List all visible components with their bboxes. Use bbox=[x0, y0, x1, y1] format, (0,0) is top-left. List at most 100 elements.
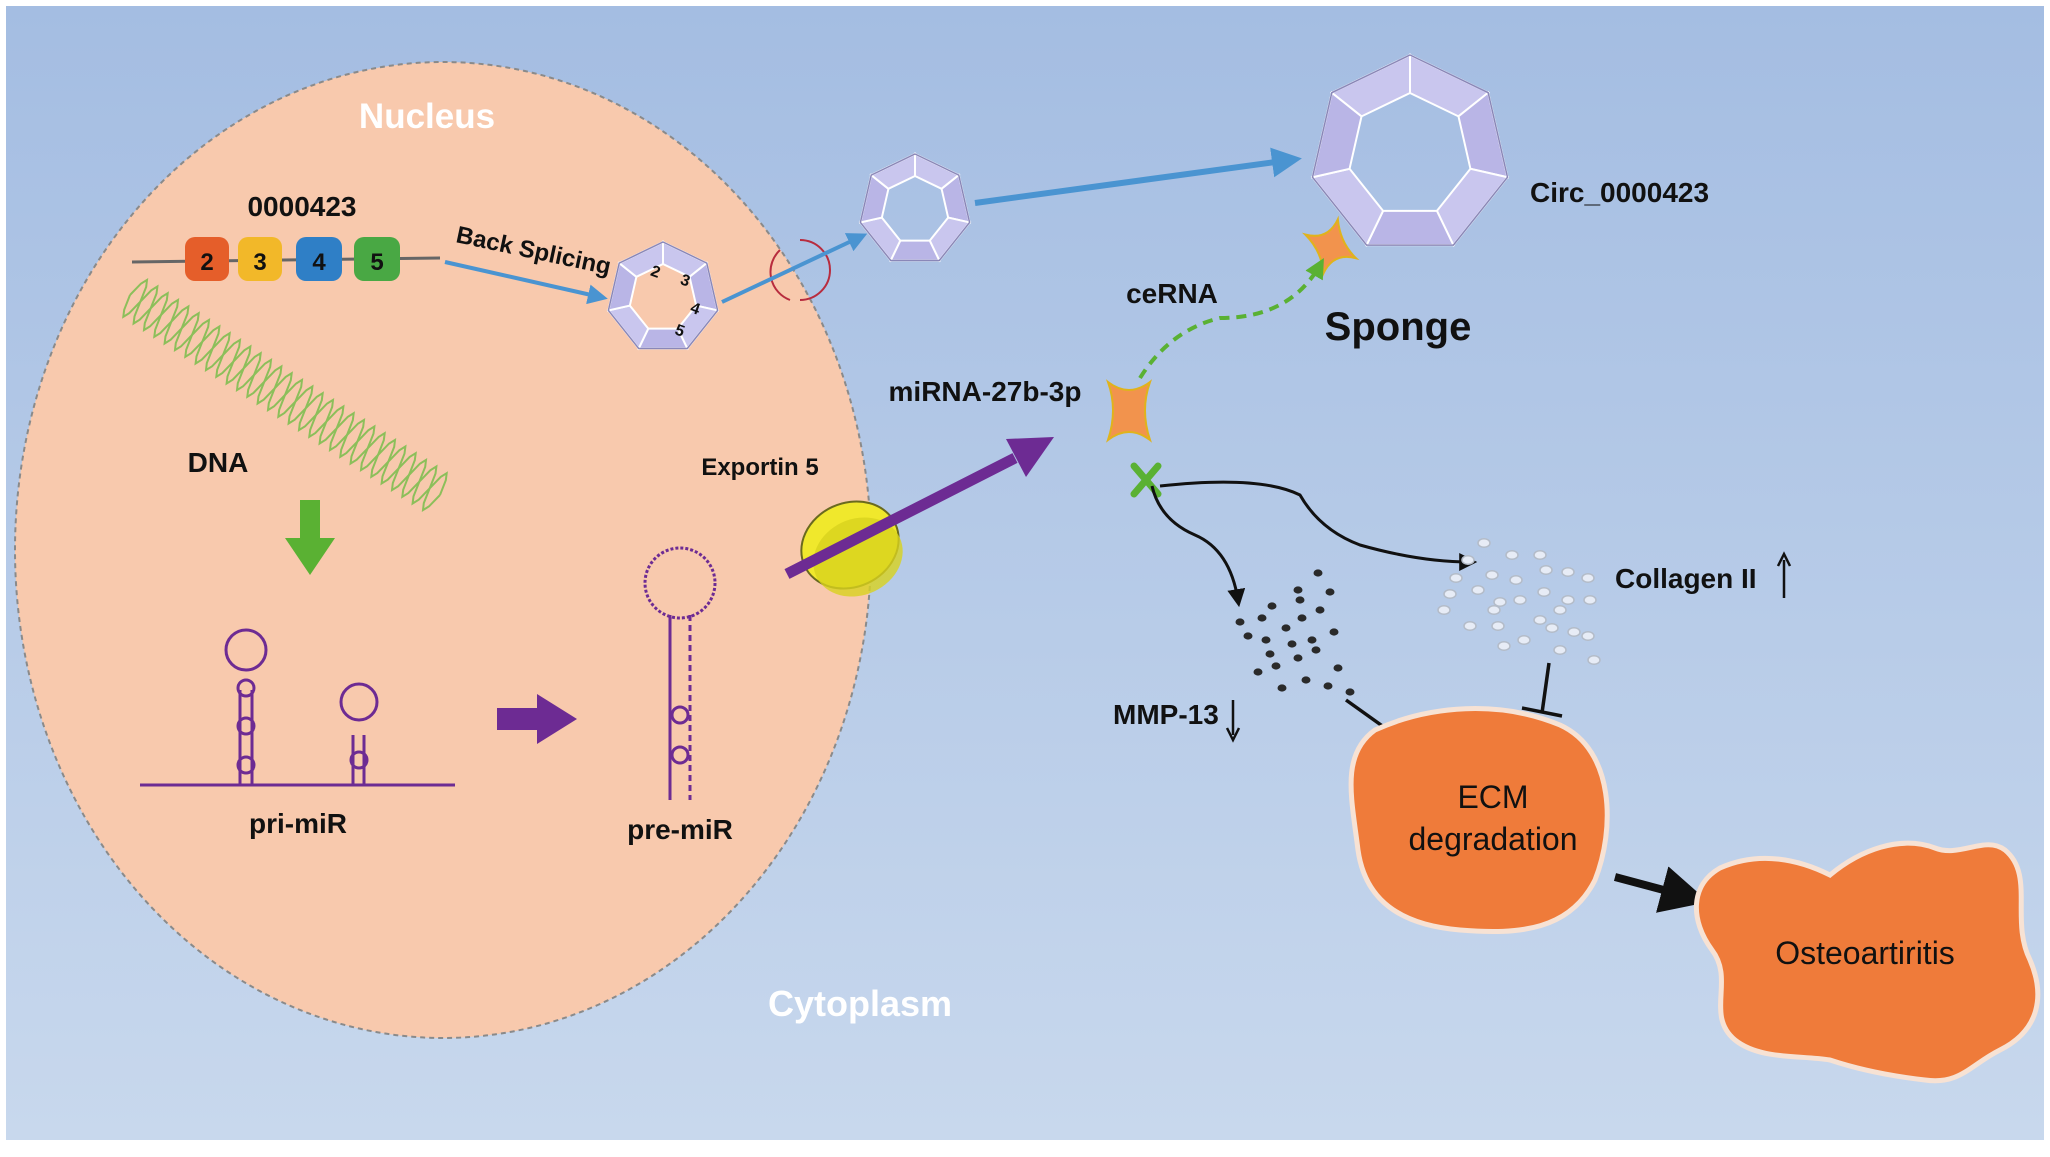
exon-3-label: 3 bbox=[253, 249, 266, 276]
particle bbox=[1537, 587, 1551, 597]
particle bbox=[1581, 631, 1595, 641]
particle bbox=[1493, 597, 1507, 607]
particle bbox=[1533, 615, 1547, 625]
up-arrow-icon bbox=[1776, 551, 1792, 598]
particle bbox=[1443, 589, 1457, 599]
circular-rna-icon bbox=[1310, 53, 1510, 247]
particle bbox=[1333, 664, 1343, 672]
collagen-arrow bbox=[1159, 480, 1478, 571]
exon-4-label: 4 bbox=[312, 249, 326, 276]
exon-5-label: 5 bbox=[370, 249, 383, 276]
circ-outline bbox=[859, 153, 971, 262]
particle bbox=[1293, 586, 1303, 594]
exon-strand-icon bbox=[131, 237, 441, 281]
particle bbox=[1257, 614, 1267, 622]
down-arrow-icon bbox=[1225, 700, 1241, 743]
particle bbox=[1461, 555, 1475, 565]
cerna-label: ceRNA bbox=[1126, 278, 1218, 309]
progression-arrow bbox=[1613, 866, 1709, 913]
particle bbox=[1561, 595, 1575, 605]
particle bbox=[1517, 635, 1531, 645]
particle bbox=[1477, 538, 1491, 548]
export-purple-arrow bbox=[784, 453, 1018, 579]
pre-mir-label: pre-miR bbox=[627, 814, 733, 845]
cerna-arrow bbox=[1138, 258, 1324, 380]
particle bbox=[1581, 573, 1595, 583]
transport-arrow bbox=[974, 147, 1302, 206]
circ-outline bbox=[1311, 54, 1509, 246]
gene-id-label: 0000423 bbox=[247, 191, 356, 222]
particle bbox=[1265, 650, 1275, 658]
mirna-icon bbox=[1105, 379, 1153, 443]
cytoplasm-label: Cytoplasm bbox=[768, 983, 952, 1024]
particle bbox=[1561, 567, 1575, 577]
particle bbox=[1323, 682, 1333, 690]
pri-mir-label: pri-miR bbox=[249, 808, 347, 839]
particle bbox=[1293, 654, 1303, 662]
particle bbox=[1253, 668, 1263, 676]
particle bbox=[1491, 621, 1505, 631]
particle bbox=[1325, 588, 1335, 596]
particle bbox=[1545, 623, 1559, 633]
particle bbox=[1313, 569, 1323, 577]
purple-right-arrow bbox=[497, 694, 577, 744]
nucleus bbox=[14, 61, 872, 1039]
exportin-pore-icon bbox=[800, 500, 903, 597]
particle bbox=[1505, 550, 1519, 560]
particle bbox=[1295, 596, 1305, 604]
particle bbox=[1553, 645, 1567, 655]
collagen-label: Collagen II bbox=[1615, 563, 1757, 594]
mmp13-label: MMP-13 bbox=[1113, 699, 1219, 730]
particle bbox=[1243, 632, 1253, 640]
dna-label: DNA bbox=[188, 447, 249, 478]
particle bbox=[1471, 585, 1485, 595]
back-splicing-arrow bbox=[444, 260, 608, 305]
ecm-label-line1: ECM bbox=[1457, 779, 1528, 815]
particle bbox=[1315, 606, 1325, 614]
particle bbox=[1307, 636, 1317, 644]
circular-rna-icon bbox=[858, 152, 972, 263]
sponge-label: Sponge bbox=[1325, 305, 1472, 349]
particle bbox=[1567, 627, 1581, 637]
particle bbox=[1509, 575, 1523, 585]
mirna-label: miRNA-27b-3p bbox=[889, 376, 1082, 407]
dna-helix-icon bbox=[122, 277, 448, 513]
particle bbox=[1497, 641, 1511, 651]
exon-2-label: 2 bbox=[200, 249, 213, 276]
particle bbox=[1485, 570, 1499, 580]
osteoarthritis-shape bbox=[1693, 840, 2041, 1084]
particle bbox=[1261, 636, 1271, 644]
pre-mir-icon bbox=[643, 546, 717, 800]
particle bbox=[1329, 628, 1339, 636]
particle bbox=[1311, 646, 1321, 654]
particle bbox=[1345, 688, 1355, 696]
particle bbox=[1539, 565, 1553, 575]
mmp13-arrow bbox=[1150, 485, 1246, 608]
collagen-particles bbox=[1437, 538, 1601, 665]
particle bbox=[1583, 595, 1597, 605]
particle bbox=[1513, 595, 1527, 605]
particle bbox=[1437, 605, 1451, 615]
ecm-degradation-shape bbox=[1348, 706, 1610, 934]
circular-rna-icon bbox=[606, 240, 720, 351]
particle bbox=[1277, 684, 1287, 692]
green-down-arrow bbox=[285, 500, 335, 575]
particle bbox=[1297, 614, 1307, 622]
particle bbox=[1235, 618, 1245, 626]
nucleus-label: Nucleus bbox=[359, 97, 495, 136]
particle bbox=[1287, 640, 1297, 648]
particle bbox=[1533, 550, 1547, 560]
particle bbox=[1271, 662, 1281, 670]
mmp13-particles bbox=[1235, 569, 1355, 696]
export-purple-arrowhead bbox=[1006, 437, 1054, 477]
circ-name-label: Circ_0000423 bbox=[1530, 177, 1709, 208]
export-arrow bbox=[721, 233, 868, 304]
circ-outline bbox=[607, 241, 719, 350]
ecm-label-line2: degradation bbox=[1408, 821, 1577, 857]
osteoarthritis-label: Osteoartiritis bbox=[1775, 935, 1955, 971]
exportin-label: Exportin 5 bbox=[701, 454, 818, 481]
inhibit-bar-collagen bbox=[1521, 662, 1563, 718]
particle bbox=[1281, 624, 1291, 632]
particle bbox=[1301, 676, 1311, 684]
